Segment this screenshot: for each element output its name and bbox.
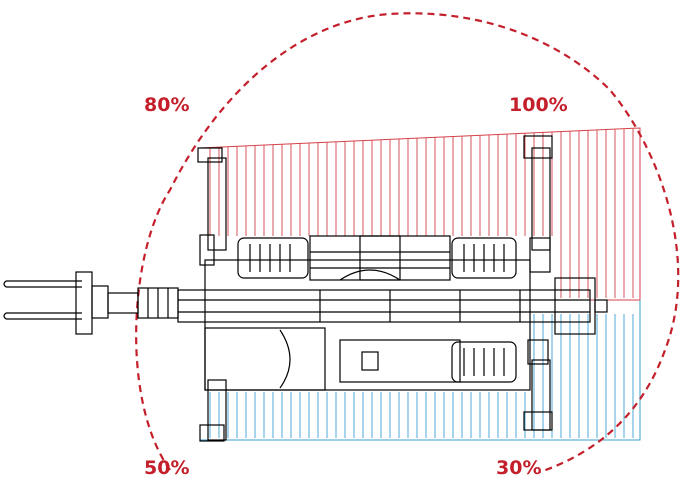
stabilizer-front-left (197, 147, 227, 266)
stabilizer-front-right (199, 379, 227, 442)
forks (3, 271, 109, 335)
front-zone-outline (199, 127, 641, 301)
front-left-wheel (237, 237, 309, 279)
telehandler-top-view (3, 135, 608, 442)
fork-carriage (107, 287, 179, 319)
operator-cab (204, 327, 461, 391)
stabilizer-rear-right (523, 339, 553, 431)
rear-left-wheel (451, 237, 517, 279)
zone-label-front-right: 100% (509, 94, 568, 116)
chassis (204, 235, 531, 391)
zone-label-front-left: 80% (144, 94, 189, 116)
rear-zone-outline (200, 299, 641, 441)
rear-capacity-hatch (209, 314, 634, 438)
working-range-boundary (135, 12, 680, 474)
zone-label-rear-left: 50% (144, 457, 189, 479)
telescopic-boom (177, 277, 608, 335)
front-capacity-hatch (209, 128, 634, 298)
stabilizer-rear-left (523, 135, 553, 273)
zone-label-rear-right: 30% (496, 457, 541, 479)
rear-right-wheel (451, 341, 517, 383)
